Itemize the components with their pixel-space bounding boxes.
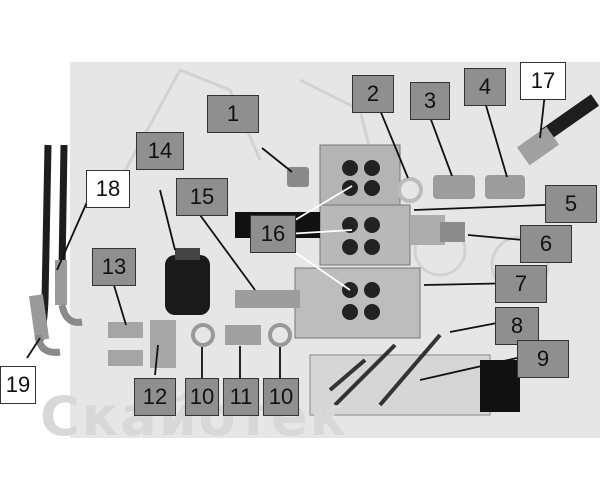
hydraulic-hose-left [29, 144, 83, 356]
o-ring-2 [397, 177, 423, 203]
callout-12: 12 [134, 378, 176, 416]
callout-15: 15 [176, 178, 228, 216]
callout-10-right: 10 [263, 378, 299, 416]
seal-ring-10b [268, 323, 292, 347]
callout-11: 11 [223, 378, 259, 416]
callout-5: 5 [545, 185, 597, 223]
valve-block-bottom [294, 267, 421, 339]
seal-ring-10a [191, 323, 215, 347]
fitting-1 [287, 167, 309, 187]
solenoid-coil [165, 248, 210, 315]
fitting-13b [108, 350, 143, 366]
callout-6: 6 [520, 225, 572, 263]
callout-16: 16 [250, 215, 296, 253]
fitting-15 [235, 290, 300, 308]
callout-19: 19 [0, 366, 36, 404]
fitting-11 [225, 325, 261, 345]
directional-valve [309, 333, 520, 416]
valve-block-top [319, 144, 401, 206]
callout-14: 14 [136, 132, 184, 170]
callout-18: 18 [86, 170, 130, 208]
callout-13: 13 [92, 248, 136, 286]
hydraulic-hose-top-right [516, 94, 600, 166]
adapter-12 [150, 320, 176, 368]
callout-8: 8 [495, 307, 539, 345]
callout-2: 2 [352, 75, 394, 113]
callout-9: 9 [517, 340, 569, 378]
callout-10-left: 10 [185, 378, 219, 416]
callout-7: 7 [495, 265, 547, 303]
callout-3: 3 [410, 82, 450, 120]
fitting-4 [485, 175, 525, 199]
fitting-13a [108, 322, 143, 338]
callout-17: 17 [520, 62, 566, 100]
callout-1: 1 [207, 95, 259, 133]
callout-4: 4 [464, 68, 506, 106]
fitting-3 [433, 175, 475, 199]
